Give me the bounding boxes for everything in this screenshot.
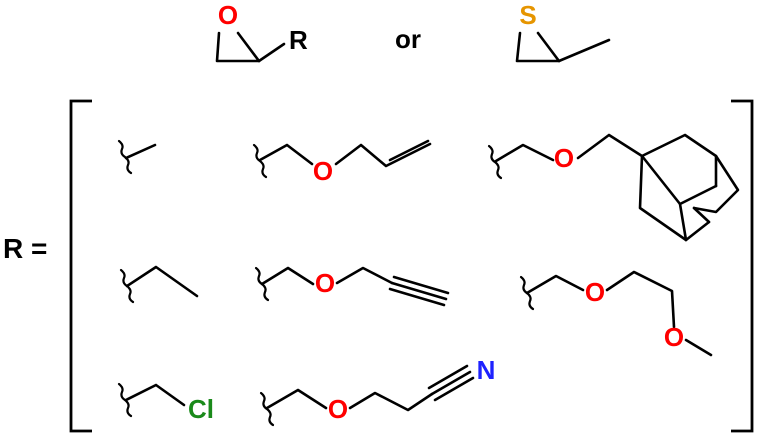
cyanoethyl-oxygen: O: [328, 394, 348, 424]
epoxide-oxygen: O: [218, 0, 238, 30]
thiirane: S: [515, 0, 611, 63]
epoxide-r-label: R: [289, 25, 308, 55]
propargyl-oxygen: O: [315, 268, 335, 298]
substituent-methoxyethyl-ether: O O: [519, 270, 713, 357]
substituent-methyl: [117, 139, 157, 175]
methoxyethyl-oxygen-1: O: [585, 277, 605, 307]
substituent-adamantylmethyl-ether: O: [487, 133, 740, 242]
epoxide: O R: [215, 0, 308, 63]
chlorine-atom: Cl: [188, 394, 214, 424]
nitrogen-atom: N: [477, 355, 496, 385]
substituent-allyl-ether: O: [252, 139, 432, 186]
adamantyl-oxygen: O: [554, 143, 574, 173]
right-bracket: [731, 99, 754, 433]
allyl-oxygen: O: [313, 156, 333, 186]
substituent-chloromethyl: Cl: [117, 382, 214, 424]
methoxyethyl-oxygen-2: O: [664, 322, 684, 352]
thiirane-sulfur: S: [519, 0, 536, 30]
or-text: or: [395, 24, 421, 54]
substituent-propargyl-ether: O: [254, 266, 450, 307]
left-bracket: [69, 99, 92, 433]
r-equals-label: R =: [3, 233, 47, 264]
substituent-ethyl: [119, 265, 199, 304]
substituent-cyanoethyl-ether: O N: [259, 355, 496, 427]
